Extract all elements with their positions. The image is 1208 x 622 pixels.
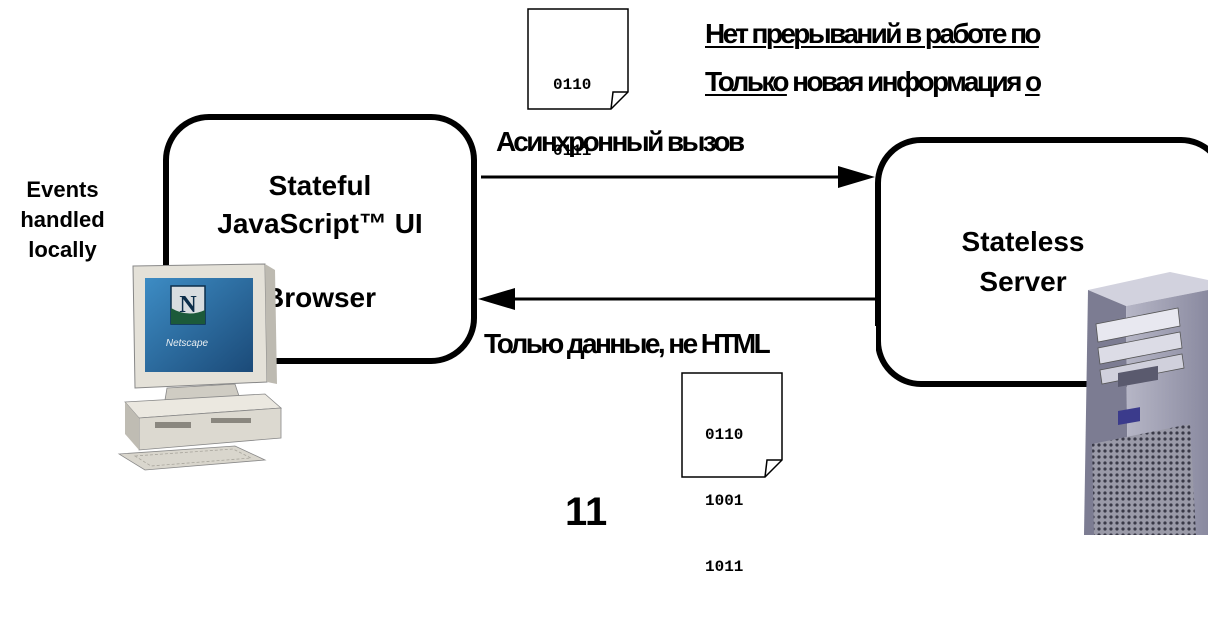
async-call-label: Асинхронный вызов — [496, 126, 745, 157]
client-box-line-2: JavaScript™ UI — [217, 208, 423, 239]
slide-number: 11 — [565, 490, 608, 534]
data-only-label-bg — [478, 326, 876, 368]
data-return-arrow — [478, 288, 876, 310]
headline-line-2: Только новая информация о — [705, 66, 1042, 98]
events-label-line-2: handled — [20, 207, 105, 232]
headline-line-1: Нет прерываний в работе по — [705, 18, 1042, 49]
headline-line-2-underlined: Только — [705, 66, 790, 97]
events-label-line-1: Events — [26, 177, 99, 202]
client-box-line-3: Browser — [263, 282, 377, 313]
data-only-label: Толью данные, не HTML — [484, 328, 771, 359]
doc-bottom-line-2: 1001 — [705, 492, 744, 510]
server-box-line-2: Server — [979, 266, 1067, 297]
client-box-line-1: Stateful — [268, 170, 372, 201]
headline-line-2-end: о — [1025, 66, 1042, 97]
server-tower-icon — [1078, 268, 1208, 535]
events-label: Events handled locally — [0, 175, 125, 265]
binary-document-icon-top: 0110 0111 — [527, 8, 629, 160]
client-computer-icon: N Netscape — [115, 262, 285, 472]
client-browser-box — [163, 114, 477, 364]
headline-line-2-middle: новая информация — [786, 66, 1025, 97]
arrows-layer — [478, 166, 876, 310]
events-label-line-3: locally — [28, 237, 97, 262]
doc-top-line-1: 0110 — [553, 76, 592, 94]
binary-document-icon-bottom: 0110 1001 1011 — [681, 372, 783, 576]
netscape-logo-word: Netscape — [166, 338, 209, 349]
doc-bottom-line-3: 1011 — [705, 558, 744, 576]
netscape-logo-letter: N — [179, 292, 197, 318]
doc-bottom-line-1: 0110 — [705, 426, 744, 444]
async-call-arrow — [481, 166, 875, 188]
server-box-line-1: Stateless — [961, 226, 1085, 257]
doc-top-line-2: 0111 — [553, 142, 592, 160]
